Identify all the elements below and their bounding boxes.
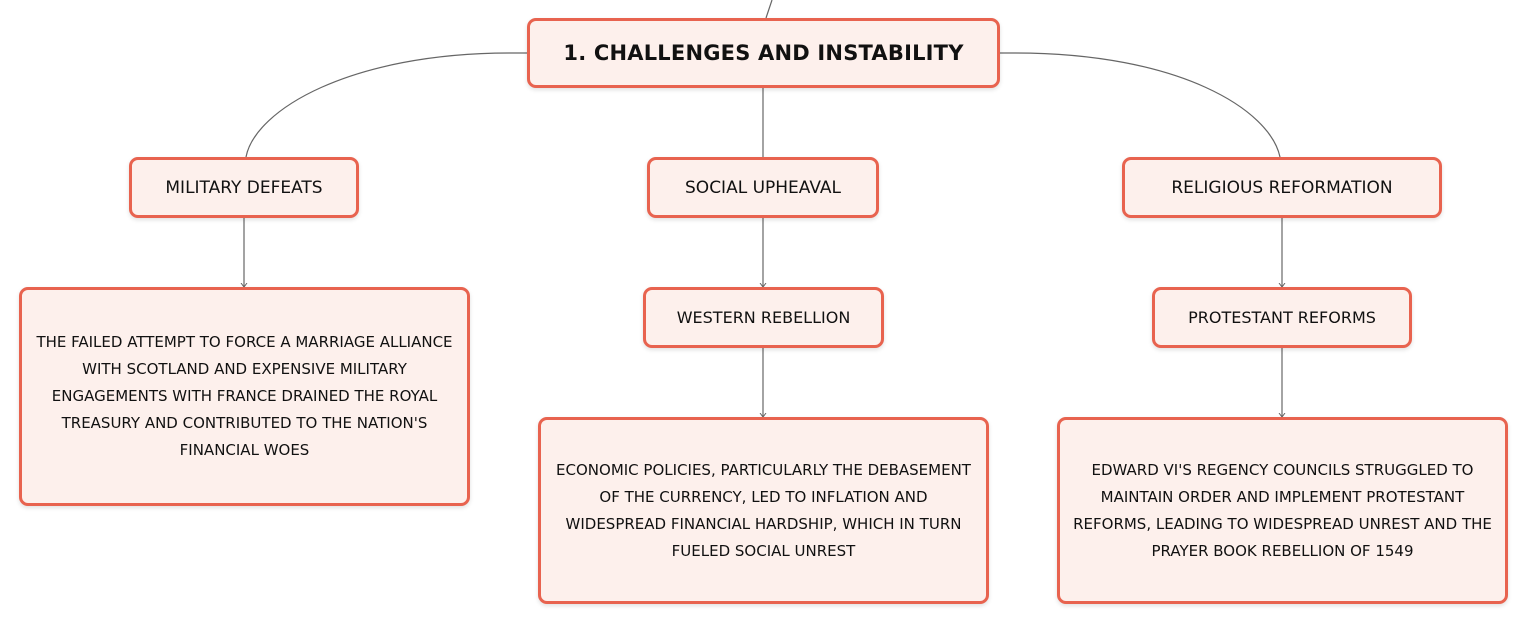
detail-text: THE FAILED ATTEMPT TO FORCE A MARRIAGE A… — [36, 333, 453, 459]
detail-node-military-defeats[interactable]: THE FAILED ATTEMPT TO FORCE A MARRIAGE A… — [19, 287, 470, 506]
branch-title: SOCIAL UPHEAVAL — [685, 177, 841, 198]
connector-root-to-military-defeats — [245, 52, 527, 158]
subtopic-title: WESTERN REBELLION — [676, 308, 851, 327]
branch-node-social-upheaval[interactable]: SOCIAL UPHEAVAL — [647, 157, 879, 218]
subtopic-node-western-rebellion[interactable]: WESTERN REBELLION — [643, 287, 884, 348]
subtopic-title: PROTESTANT REFORMS — [1188, 308, 1376, 327]
branch-node-religious-reformation[interactable]: RELIGIOUS REFORMATION — [1122, 157, 1442, 218]
detail-node-religious-reformation[interactable]: EDWARD VI'S REGENCY COUNCILS STRUGGLED T… — [1057, 417, 1508, 604]
branch-title: MILITARY DEFEATS — [165, 177, 323, 198]
root-title: 1. CHALLENGES AND INSTABILITY — [563, 41, 964, 65]
detail-node-social-upheaval[interactable]: ECONOMIC POLICIES, PARTICULARLY THE DEBA… — [538, 417, 989, 604]
root-node[interactable]: 1. CHALLENGES AND INSTABILITY — [527, 18, 1000, 88]
detail-text: ECONOMIC POLICIES, PARTICULARLY THE DEBA… — [556, 460, 971, 560]
connector-parent-to-root — [765, 0, 773, 19]
connector-root-to-religious-reformation — [1000, 52, 1281, 158]
subtopic-node-protestant-reforms[interactable]: PROTESTANT REFORMS — [1152, 287, 1412, 348]
branch-node-military-defeats[interactable]: MILITARY DEFEATS — [129, 157, 359, 218]
detail-text: EDWARD VI'S REGENCY COUNCILS STRUGGLED T… — [1073, 460, 1492, 560]
branch-title: RELIGIOUS REFORMATION — [1171, 177, 1393, 198]
